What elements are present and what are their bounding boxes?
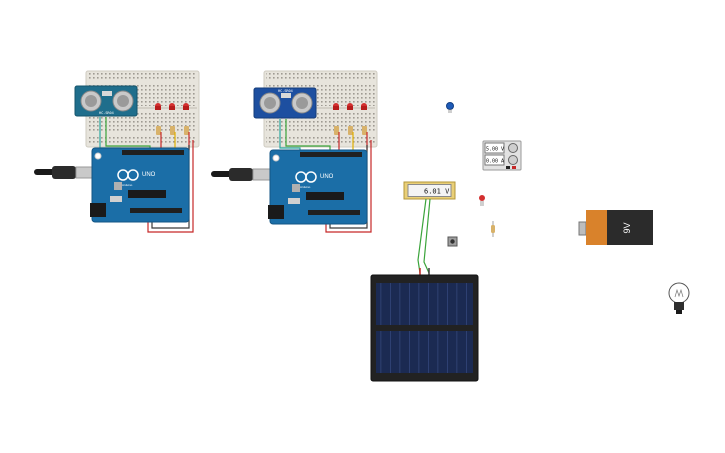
led-icon[interactable] (155, 103, 189, 110)
resistor-icon[interactable] (156, 126, 189, 135)
board-brand: Arduino (122, 183, 133, 187)
capacitor-icon[interactable] (446, 102, 454, 114)
board-label: UNO (320, 174, 334, 180)
voltage-readout: 5.00 V (486, 147, 504, 153)
board-label: UNO (142, 172, 156, 178)
resistor-icon[interactable] (491, 221, 495, 237)
led-icon[interactable] (479, 195, 485, 206)
led-icon[interactable] (333, 103, 367, 110)
circuit-2[interactable]: HC-SR04 (211, 70, 378, 233)
usb-cable-icon[interactable] (34, 166, 99, 179)
battery-label: 9V (622, 222, 632, 233)
ultrasonic-sensor-icon[interactable]: HC-SR04 (253, 87, 317, 119)
arduino-uno-icon[interactable]: UNO Arduino (268, 149, 368, 225)
multimeter-icon[interactable]: 6.01 V (403, 181, 456, 200)
circuit-1[interactable]: HC-SR04 (34, 70, 200, 233)
resistor-icon[interactable] (334, 126, 367, 135)
battery-icon[interactable]: 9V (578, 210, 653, 245)
arduino-uno-icon[interactable]: UNO Arduino (90, 147, 190, 223)
usb-cable-icon[interactable] (211, 168, 276, 181)
solar-panel-icon[interactable] (370, 274, 479, 382)
multimeter-reading: 6.01 V (424, 188, 450, 196)
sensor-label: HC-SR04 (278, 89, 293, 93)
ultrasonic-sensor-icon[interactable]: HC-SR04 (74, 85, 138, 117)
pushbutton-icon[interactable] (447, 236, 458, 247)
current-readout: 0.00 A (486, 159, 504, 165)
sensor-label: HC-SR04 (99, 111, 114, 115)
power-supply-icon[interactable]: 5.00 V 0.00 A (482, 140, 522, 171)
multimeter-leads (417, 198, 431, 276)
board-brand: Arduino (300, 185, 311, 189)
light-bulb-icon[interactable] (668, 282, 690, 314)
